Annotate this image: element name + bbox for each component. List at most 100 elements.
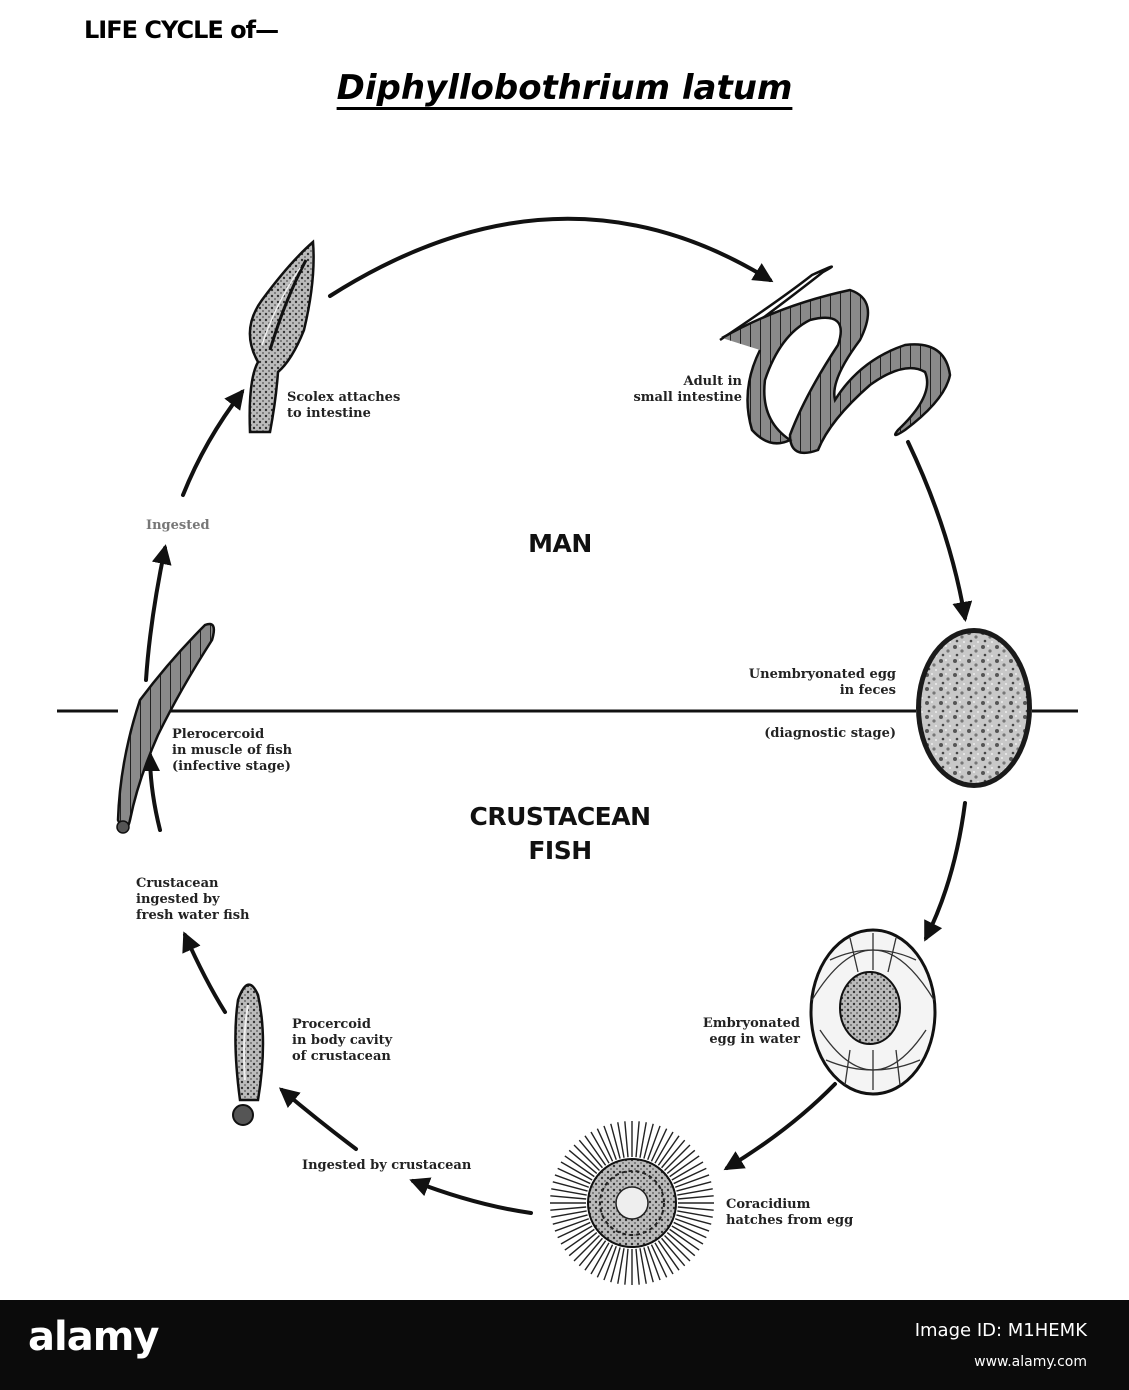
label-crustacean-ingested: Crustacean ingested by fresh water fish — [136, 876, 250, 923]
zone-label-crustacean-fish: CRUSTACEAN FISH — [469, 802, 651, 865]
coracidium-cilium — [639, 1122, 647, 1158]
coracidium-cilium — [573, 1144, 600, 1171]
coracidium-cilium — [560, 1161, 593, 1181]
arrow-ingested-to-procercoid — [278, 1087, 358, 1151]
coracidium-cilium — [578, 1139, 603, 1169]
coracidium-cilium — [550, 1206, 587, 1211]
coracidium-cilium — [550, 1195, 587, 1200]
coracidium-cilium — [643, 1123, 654, 1159]
coracidium-cilium — [654, 1242, 674, 1275]
footer-url: www.alamy.com — [974, 1354, 1087, 1370]
coracidium-cilium — [610, 1123, 621, 1159]
coracidium-cilium — [557, 1167, 591, 1185]
label-coracidium: Coracidium hatches from egg — [726, 1197, 854, 1228]
coracidium-cilium — [578, 1237, 603, 1267]
arrow-fish-to-plerocercoid — [140, 751, 162, 832]
coracidium-cilium — [654, 1131, 674, 1164]
coracidium-cilium — [552, 1214, 588, 1225]
cycle-arrows — [140, 216, 973, 1215]
coracidium-cilium — [639, 1248, 647, 1284]
coracidium-cilium — [673, 1167, 707, 1185]
embryonated-egg-illustration — [809, 928, 937, 1096]
scolex-illustration — [248, 239, 315, 434]
coracidium-cilium — [568, 1232, 598, 1257]
arrow-plerocercoid-to-ingested — [144, 544, 172, 682]
coracidium-cilium — [666, 1232, 696, 1257]
coracidium-cilium — [676, 1214, 712, 1225]
coracidium-cilium — [551, 1210, 587, 1218]
coracidium-cilium — [568, 1149, 598, 1174]
life-cycle-diagram — [57, 216, 1078, 1285]
label-embryonated-egg: Embryonated egg in water — [702, 1016, 800, 1047]
coracidium-cilium — [554, 1218, 590, 1232]
coracidium-cilium — [661, 1237, 686, 1267]
coracidium-cilium — [671, 1225, 704, 1245]
coracidium-cilium — [677, 1206, 714, 1211]
label-scolex: Scolex attaches to intestine — [287, 390, 401, 421]
coracidium-cilium — [674, 1174, 710, 1188]
coracidium-cilium — [671, 1161, 704, 1181]
coracidium-cilium — [647, 1245, 661, 1281]
arrow-coracidium-to-ingested — [409, 1177, 533, 1215]
coracidium-illustration — [550, 1121, 714, 1285]
header-kicker: LIFE CYCLE of— — [84, 16, 279, 44]
page-title: Diphyllobothrium latum — [0, 68, 1129, 108]
footer-image-id: Image ID: M1HEMK — [914, 1320, 1087, 1341]
coracidium-cilium — [669, 1228, 700, 1251]
coracidium-cilium — [564, 1228, 595, 1251]
coracidium-cilium — [552, 1181, 588, 1192]
coracidium-cilium — [573, 1235, 600, 1262]
coracidium-cilium — [676, 1181, 712, 1192]
procercoid-illustration — [232, 983, 265, 1126]
zone-label-man: MAN — [528, 529, 592, 558]
footer-bar: alamy Image ID: M1HEMK www.alamy.com — [0, 1300, 1129, 1390]
coracidium-cilium — [564, 1155, 595, 1178]
coracidium-cilium — [624, 1248, 629, 1285]
footer-brand-logo: alamy — [28, 1314, 159, 1360]
arrow-embryonated-to-coracidium — [723, 1082, 837, 1171]
coracidium-cilium — [677, 1195, 714, 1200]
coracidium-cilium — [590, 1242, 610, 1275]
coracidium-cilium — [557, 1221, 591, 1239]
coracidium-cilium — [624, 1121, 629, 1158]
coracidium-cilium — [647, 1125, 661, 1161]
coracidium-cilium — [669, 1155, 700, 1178]
arrow-scolex-to-adult — [328, 216, 774, 298]
arrow-ingested-to-scolex — [181, 388, 245, 497]
coracidium-cilium — [666, 1149, 696, 1174]
arrow-adult-to-egg — [906, 440, 973, 622]
coracidium-cilium — [673, 1221, 707, 1239]
coracidium-cilium — [596, 1128, 614, 1162]
arrow-egg-to-embryonated — [924, 801, 967, 942]
coracidium-cilium — [635, 1121, 640, 1158]
coracidium-cilium — [603, 1245, 617, 1281]
coracidium-cilium — [554, 1174, 590, 1188]
coracidium-cilium — [650, 1244, 668, 1278]
plerocercoid-illustration — [116, 622, 216, 834]
label-ingested: Ingested — [146, 518, 210, 533]
coracidium-cilium — [664, 1144, 691, 1171]
coracidium-cilium — [677, 1188, 713, 1196]
coracidium-cilium — [650, 1128, 668, 1162]
label-unembryonated-egg: Unembryonated egg in feces — [748, 667, 896, 698]
coracidium-cilium — [590, 1131, 610, 1164]
coracidium-cilium — [677, 1210, 713, 1218]
coracidium-cilium — [657, 1240, 680, 1271]
coracidium-cilium — [610, 1247, 621, 1283]
coracidium-cilium — [596, 1244, 614, 1278]
coracidium-cilium — [584, 1135, 607, 1166]
coracidium-cilium — [584, 1240, 607, 1271]
arrow-procercoid-to-fish — [182, 931, 227, 1014]
unembryonated-egg-illustration — [916, 628, 1032, 788]
coracidium-cilium — [674, 1218, 710, 1232]
label-procercoid: Procercoid in body cavity of crustacean — [292, 1017, 393, 1064]
coracidium-cilium — [643, 1247, 654, 1283]
coracidium-cilium — [635, 1248, 640, 1285]
label-adult: Adult in small intestine — [633, 374, 742, 405]
coracidium-cilium — [603, 1125, 617, 1161]
label-diagnostic-stage: (diagnostic stage) — [764, 726, 896, 741]
coracidium-cilium — [657, 1135, 680, 1166]
coracidium-cilium — [617, 1248, 625, 1284]
coracidium-cilium — [661, 1139, 686, 1169]
label-ingested-by-crustacean: Ingested by crustacean — [302, 1158, 472, 1173]
